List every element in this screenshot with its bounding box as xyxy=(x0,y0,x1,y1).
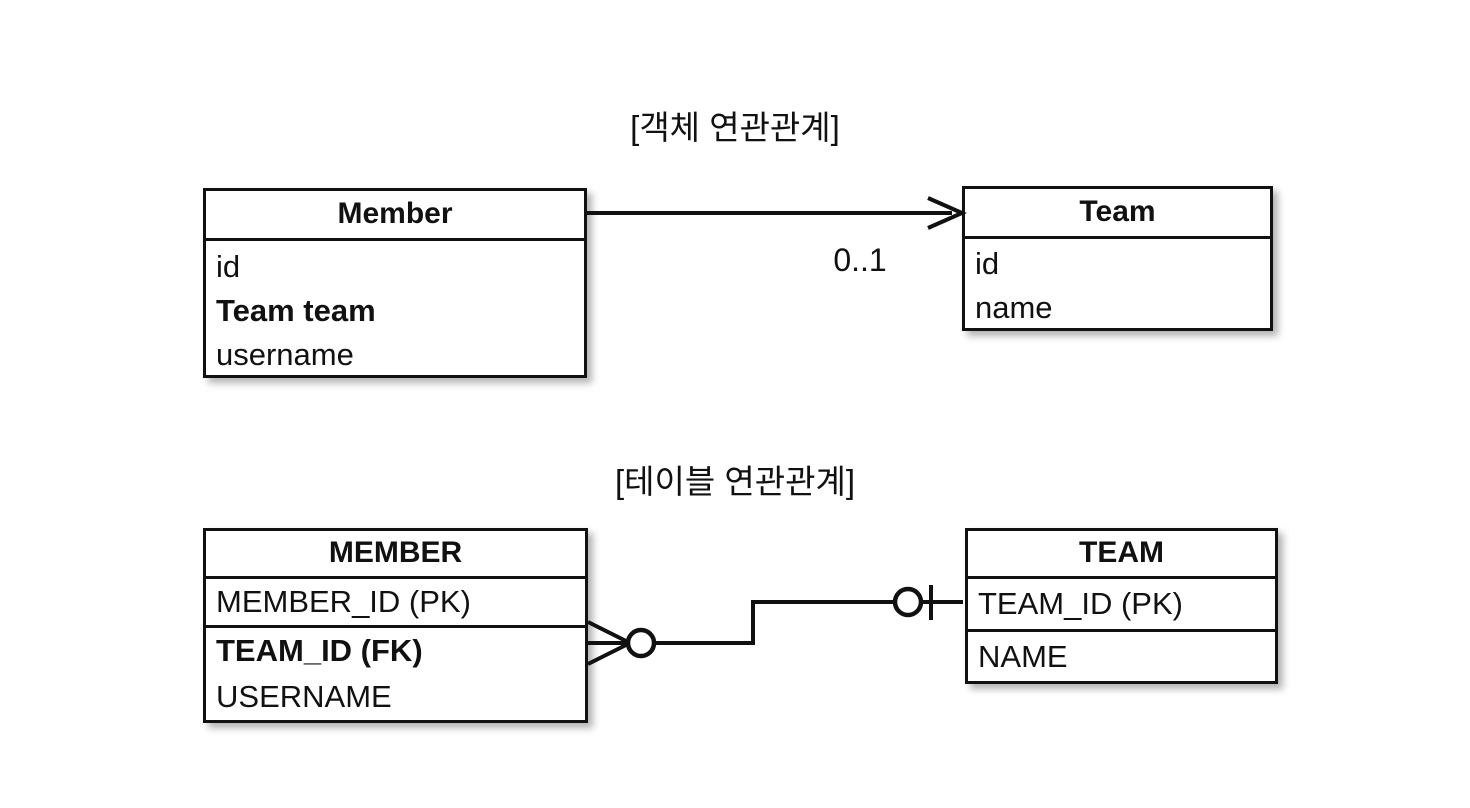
multiplicity-label-0to1: 0..1 xyxy=(833,242,887,278)
relationship-line xyxy=(654,600,895,645)
table-section-caption: [테이블 연관관계] xyxy=(614,463,856,500)
class-box-team-title: Team xyxy=(965,189,1270,239)
table-column-member-teamid-row: TEAM_ID (FK) xyxy=(206,628,585,674)
association-arrowhead-icon xyxy=(927,196,967,230)
table-column-team-id: TEAM_ID (PK) xyxy=(978,586,1183,621)
table-box-member-title: MEMBER xyxy=(206,531,585,579)
cardinality-zero-circle-member-side xyxy=(625,627,657,659)
class-field-team-id: id xyxy=(975,246,1000,281)
table-box-team[interactable]: TEAM TEAM_ID (PK) NAME xyxy=(965,528,1278,684)
association-arrow-member-to-team xyxy=(587,196,967,230)
table-column-team-name-row: NAME xyxy=(968,632,1275,682)
table-column-member-id: MEMBER_ID (PK) xyxy=(216,584,471,619)
table-column-team-name: NAME xyxy=(978,639,1068,674)
table-column-member-id-row: MEMBER_ID (PK) xyxy=(206,579,585,628)
class-field-member-id: id xyxy=(216,249,241,284)
table-box-member-columns: MEMBER_ID (PK) TEAM_ID (FK) USERNAME xyxy=(206,579,585,720)
class-box-team-fields: id name xyxy=(965,239,1270,330)
class-field-team-name: name xyxy=(975,290,1053,325)
cardinality-zero-circle-team-side xyxy=(892,586,924,618)
class-box-team[interactable]: Team id name xyxy=(962,186,1273,331)
class-box-member-title: Member xyxy=(206,191,584,241)
table-column-member-teamid: TEAM_ID (FK) xyxy=(216,633,423,668)
crows-foot-relationship-member-to-team xyxy=(587,585,963,666)
table-column-member-username: USERNAME xyxy=(216,679,392,714)
table-column-team-id-row: TEAM_ID (PK) xyxy=(968,579,1275,632)
class-box-member[interactable]: Member id Team team username xyxy=(203,188,587,378)
table-box-team-title: TEAM xyxy=(968,531,1275,579)
class-field-member-username: username xyxy=(216,337,354,372)
table-column-member-username-row: USERNAME xyxy=(206,674,585,720)
object-section-caption: [객체 연관관계] xyxy=(630,109,840,146)
class-box-member-fields: id Team team username xyxy=(206,241,584,377)
table-box-team-columns: TEAM_ID (PK) NAME xyxy=(968,579,1275,682)
class-field-member-team: Team team xyxy=(216,293,376,328)
table-box-member[interactable]: MEMBER MEMBER_ID (PK) TEAM_ID (FK) USERN… xyxy=(203,528,588,723)
crows-foot-many-icon xyxy=(587,620,632,666)
